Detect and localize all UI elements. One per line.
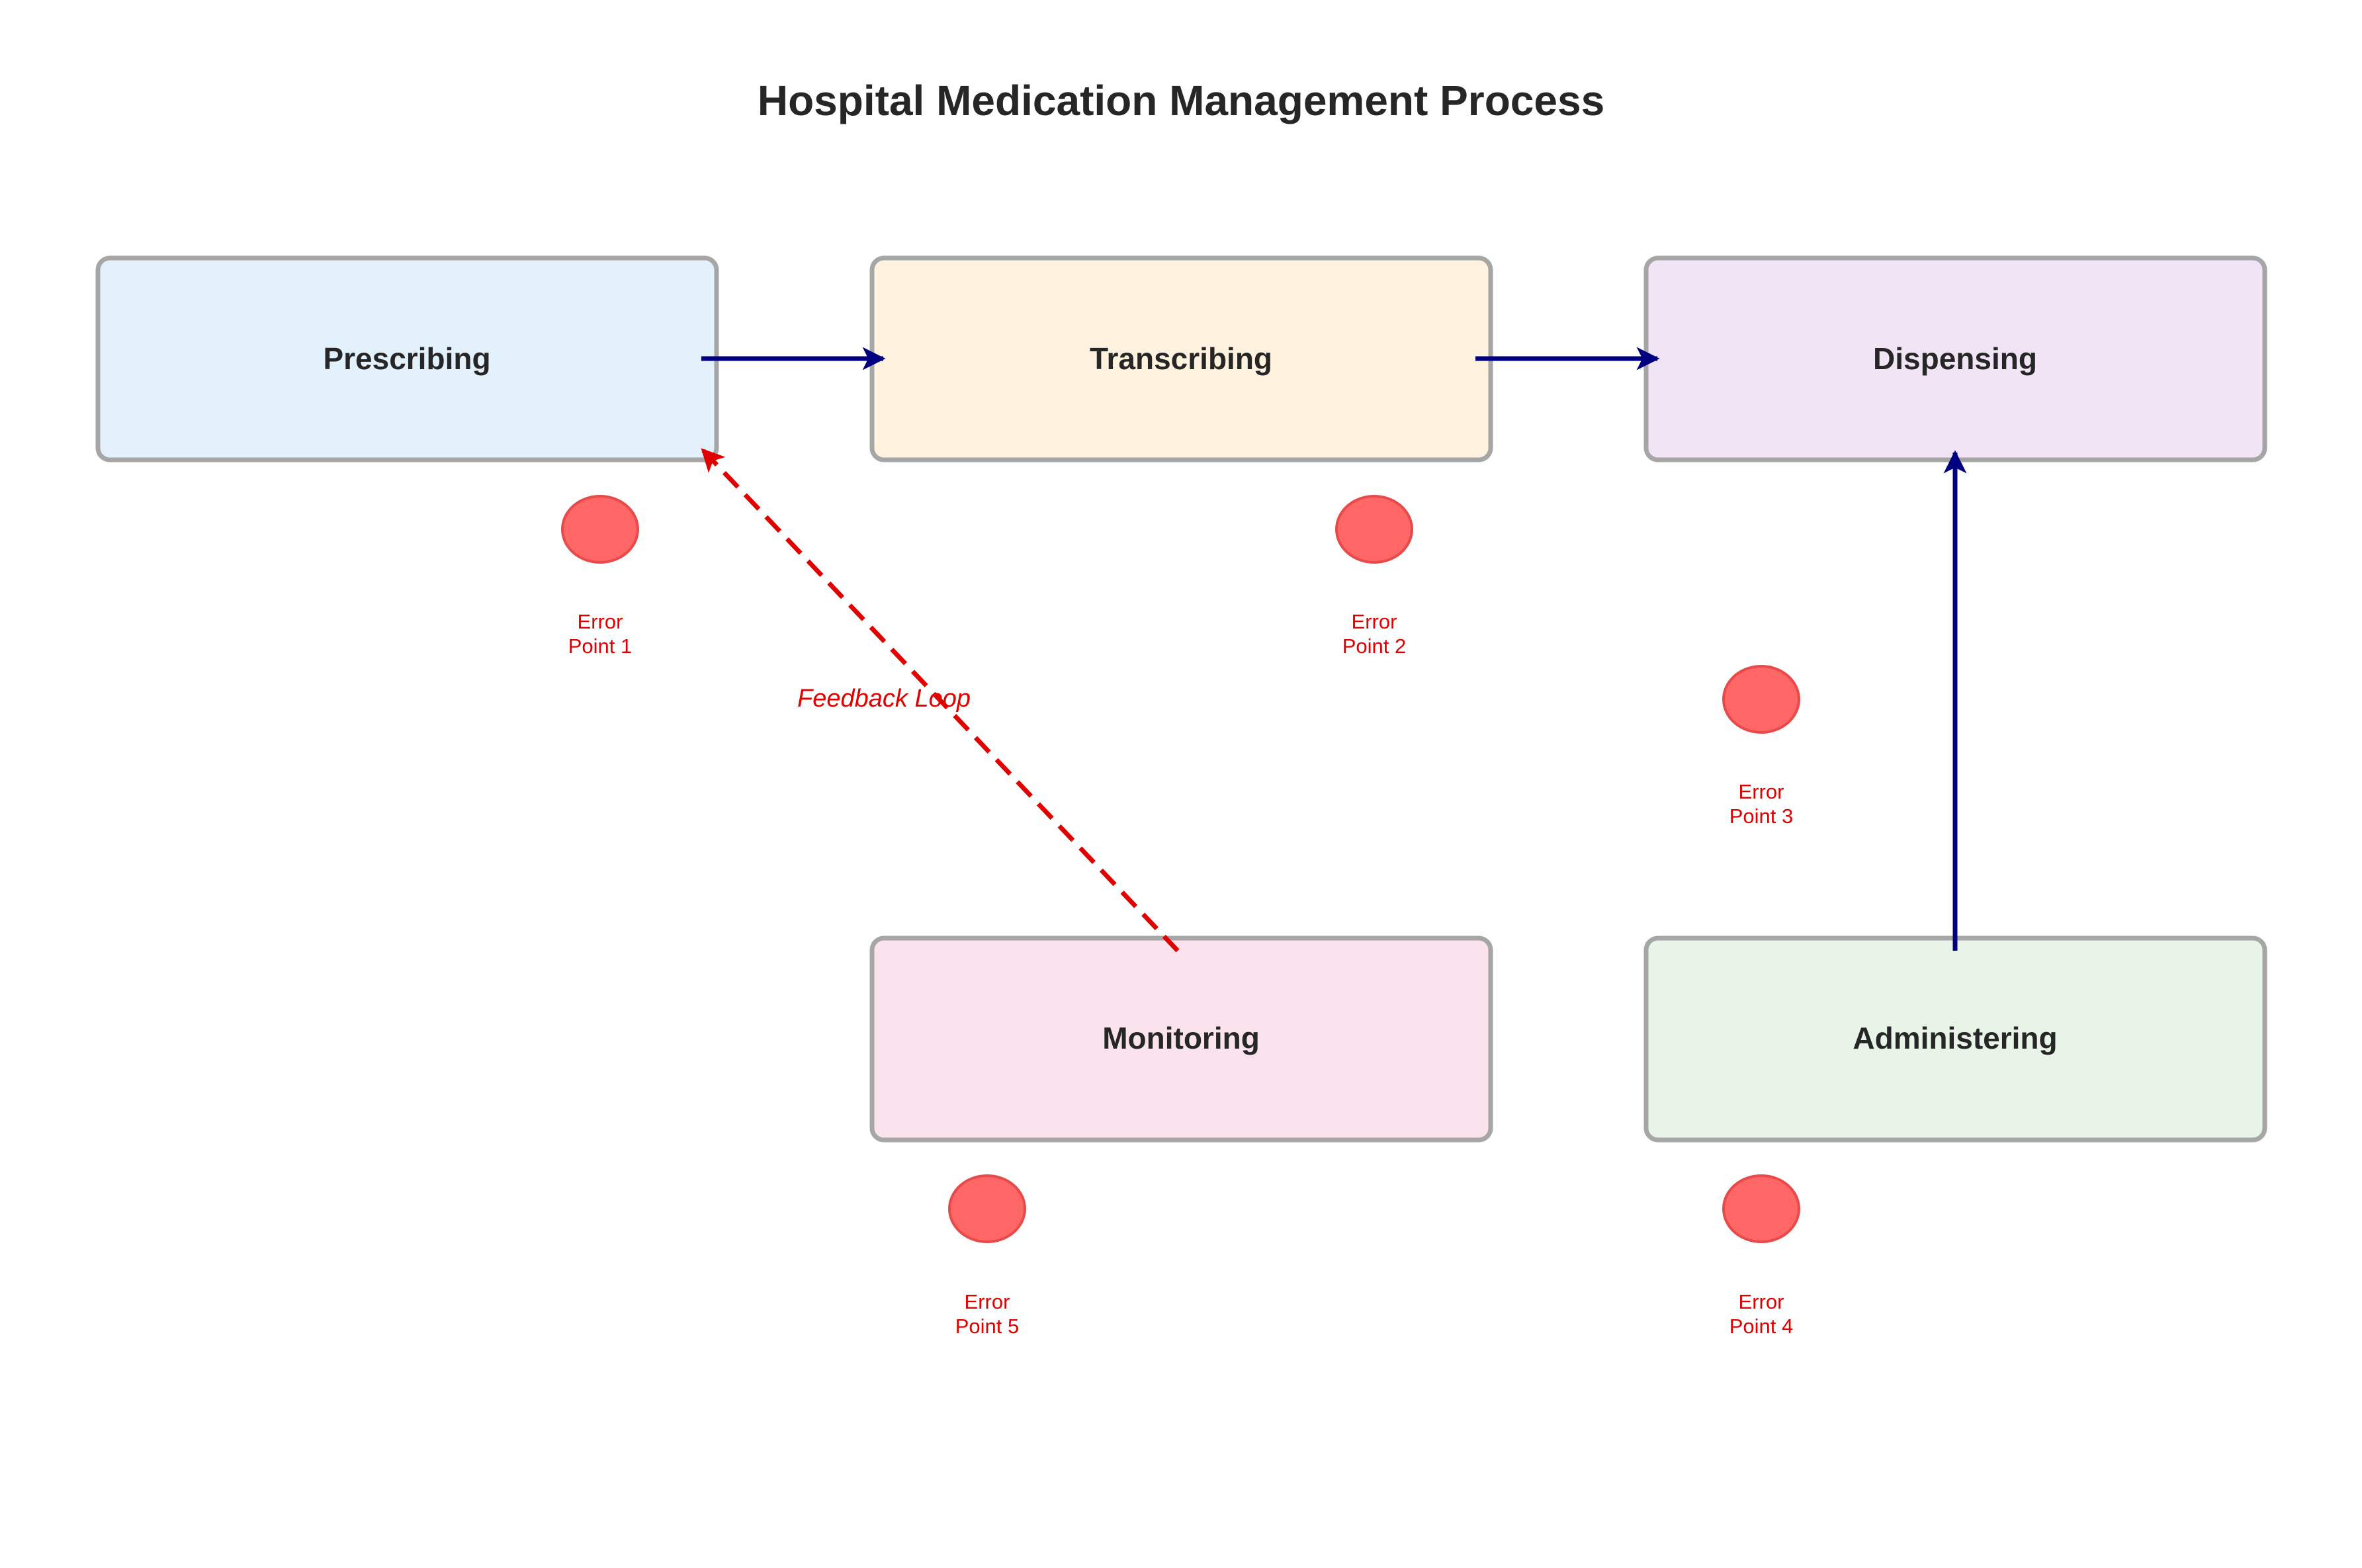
stage-dispensing: Dispensing xyxy=(1643,255,2267,462)
error-label-line1: Error xyxy=(1352,610,1397,633)
arrow-feedback-loop xyxy=(701,448,1180,953)
error-marker xyxy=(1722,665,1800,734)
error-marker xyxy=(1722,1174,1800,1243)
error-marker xyxy=(1335,495,1413,564)
error-point-5: Error Point 5 xyxy=(948,1174,1026,1338)
error-marker xyxy=(948,1174,1026,1243)
stage-transcribing: Transcribing xyxy=(869,255,1493,462)
stage-administering-label: Administering xyxy=(1853,1021,2057,1055)
stage-monitoring-label: Monitoring xyxy=(1102,1021,1260,1055)
error-point-3: Error Point 3 xyxy=(1722,665,1800,828)
error-point-4: Error Point 4 xyxy=(1722,1174,1800,1338)
error-label-line1: Error xyxy=(1739,780,1784,803)
feedback-loop-label: Feedback Loop xyxy=(797,685,971,713)
stage-monitoring-box xyxy=(869,936,1493,1143)
stage-administering: Administering xyxy=(1643,936,2267,1143)
error-label-line1: Error xyxy=(1739,1290,1784,1313)
stage-monitoring: Monitoring xyxy=(869,936,1493,1143)
error-point-1: Error Point 1 xyxy=(561,495,639,658)
stage-prescribing-label: Prescribing xyxy=(323,341,490,376)
error-label-line1: Error xyxy=(965,1290,1010,1313)
stage-prescribing: Prescribing xyxy=(95,255,719,462)
error-point-2: Error Point 2 xyxy=(1335,495,1413,658)
error-label-line2: Point 4 xyxy=(1729,1315,1794,1338)
error-label-line1: Error xyxy=(578,610,623,633)
error-marker xyxy=(561,495,639,564)
error-label-line2: Point 3 xyxy=(1729,805,1794,828)
stage-dispensing-label: Dispensing xyxy=(1873,341,2037,376)
stage-transcribing-label: Transcribing xyxy=(1090,341,1272,376)
error-label-line2: Point 1 xyxy=(568,634,633,658)
error-label-line2: Point 2 xyxy=(1342,634,1407,658)
diagram-title: Hospital Medication Management Process xyxy=(758,77,1604,124)
error-label-line2: Point 5 xyxy=(955,1315,1020,1338)
